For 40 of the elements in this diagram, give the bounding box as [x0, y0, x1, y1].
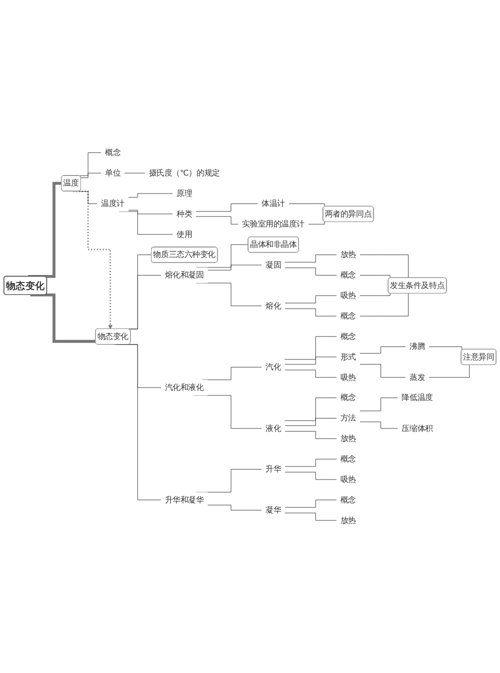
connector: [128, 210, 173, 214]
connector: [80, 172, 102, 178]
arrow: [73, 190, 112, 330]
connector: [284, 308, 337, 316]
connector: [360, 422, 398, 429]
connector: [360, 293, 409, 316]
connector: [284, 512, 337, 521]
connector: [360, 346, 406, 354]
connector: [360, 293, 390, 296]
connector: [284, 356, 337, 365]
connector: [284, 418, 337, 426]
connector: [360, 274, 390, 278]
connector: [428, 364, 470, 378]
connector: [207, 264, 262, 270]
connector: [428, 346, 462, 350]
connector: [118, 211, 173, 235]
connector: [78, 191, 98, 204]
connector: [207, 504, 262, 510]
connector: [284, 268, 337, 276]
connector: [284, 472, 337, 480]
connector: [288, 203, 325, 207]
connector: [30, 293, 98, 343]
connector: [196, 216, 239, 224]
connector: [360, 398, 398, 412]
connector: [284, 370, 337, 378]
connector: [124, 172, 146, 174]
connector: [284, 500, 337, 508]
connector: [360, 254, 409, 278]
connector: [360, 364, 406, 378]
connector: [284, 431, 337, 439]
connector: [284, 398, 337, 421]
connector: [28, 182, 63, 278]
connector: [196, 282, 262, 306]
connector: [284, 458, 337, 467]
connector: [308, 221, 325, 224]
connector: [284, 336, 337, 360]
connector: [284, 254, 337, 262]
connector: [284, 295, 337, 304]
connector: [196, 203, 258, 212]
connector: [128, 193, 173, 198]
